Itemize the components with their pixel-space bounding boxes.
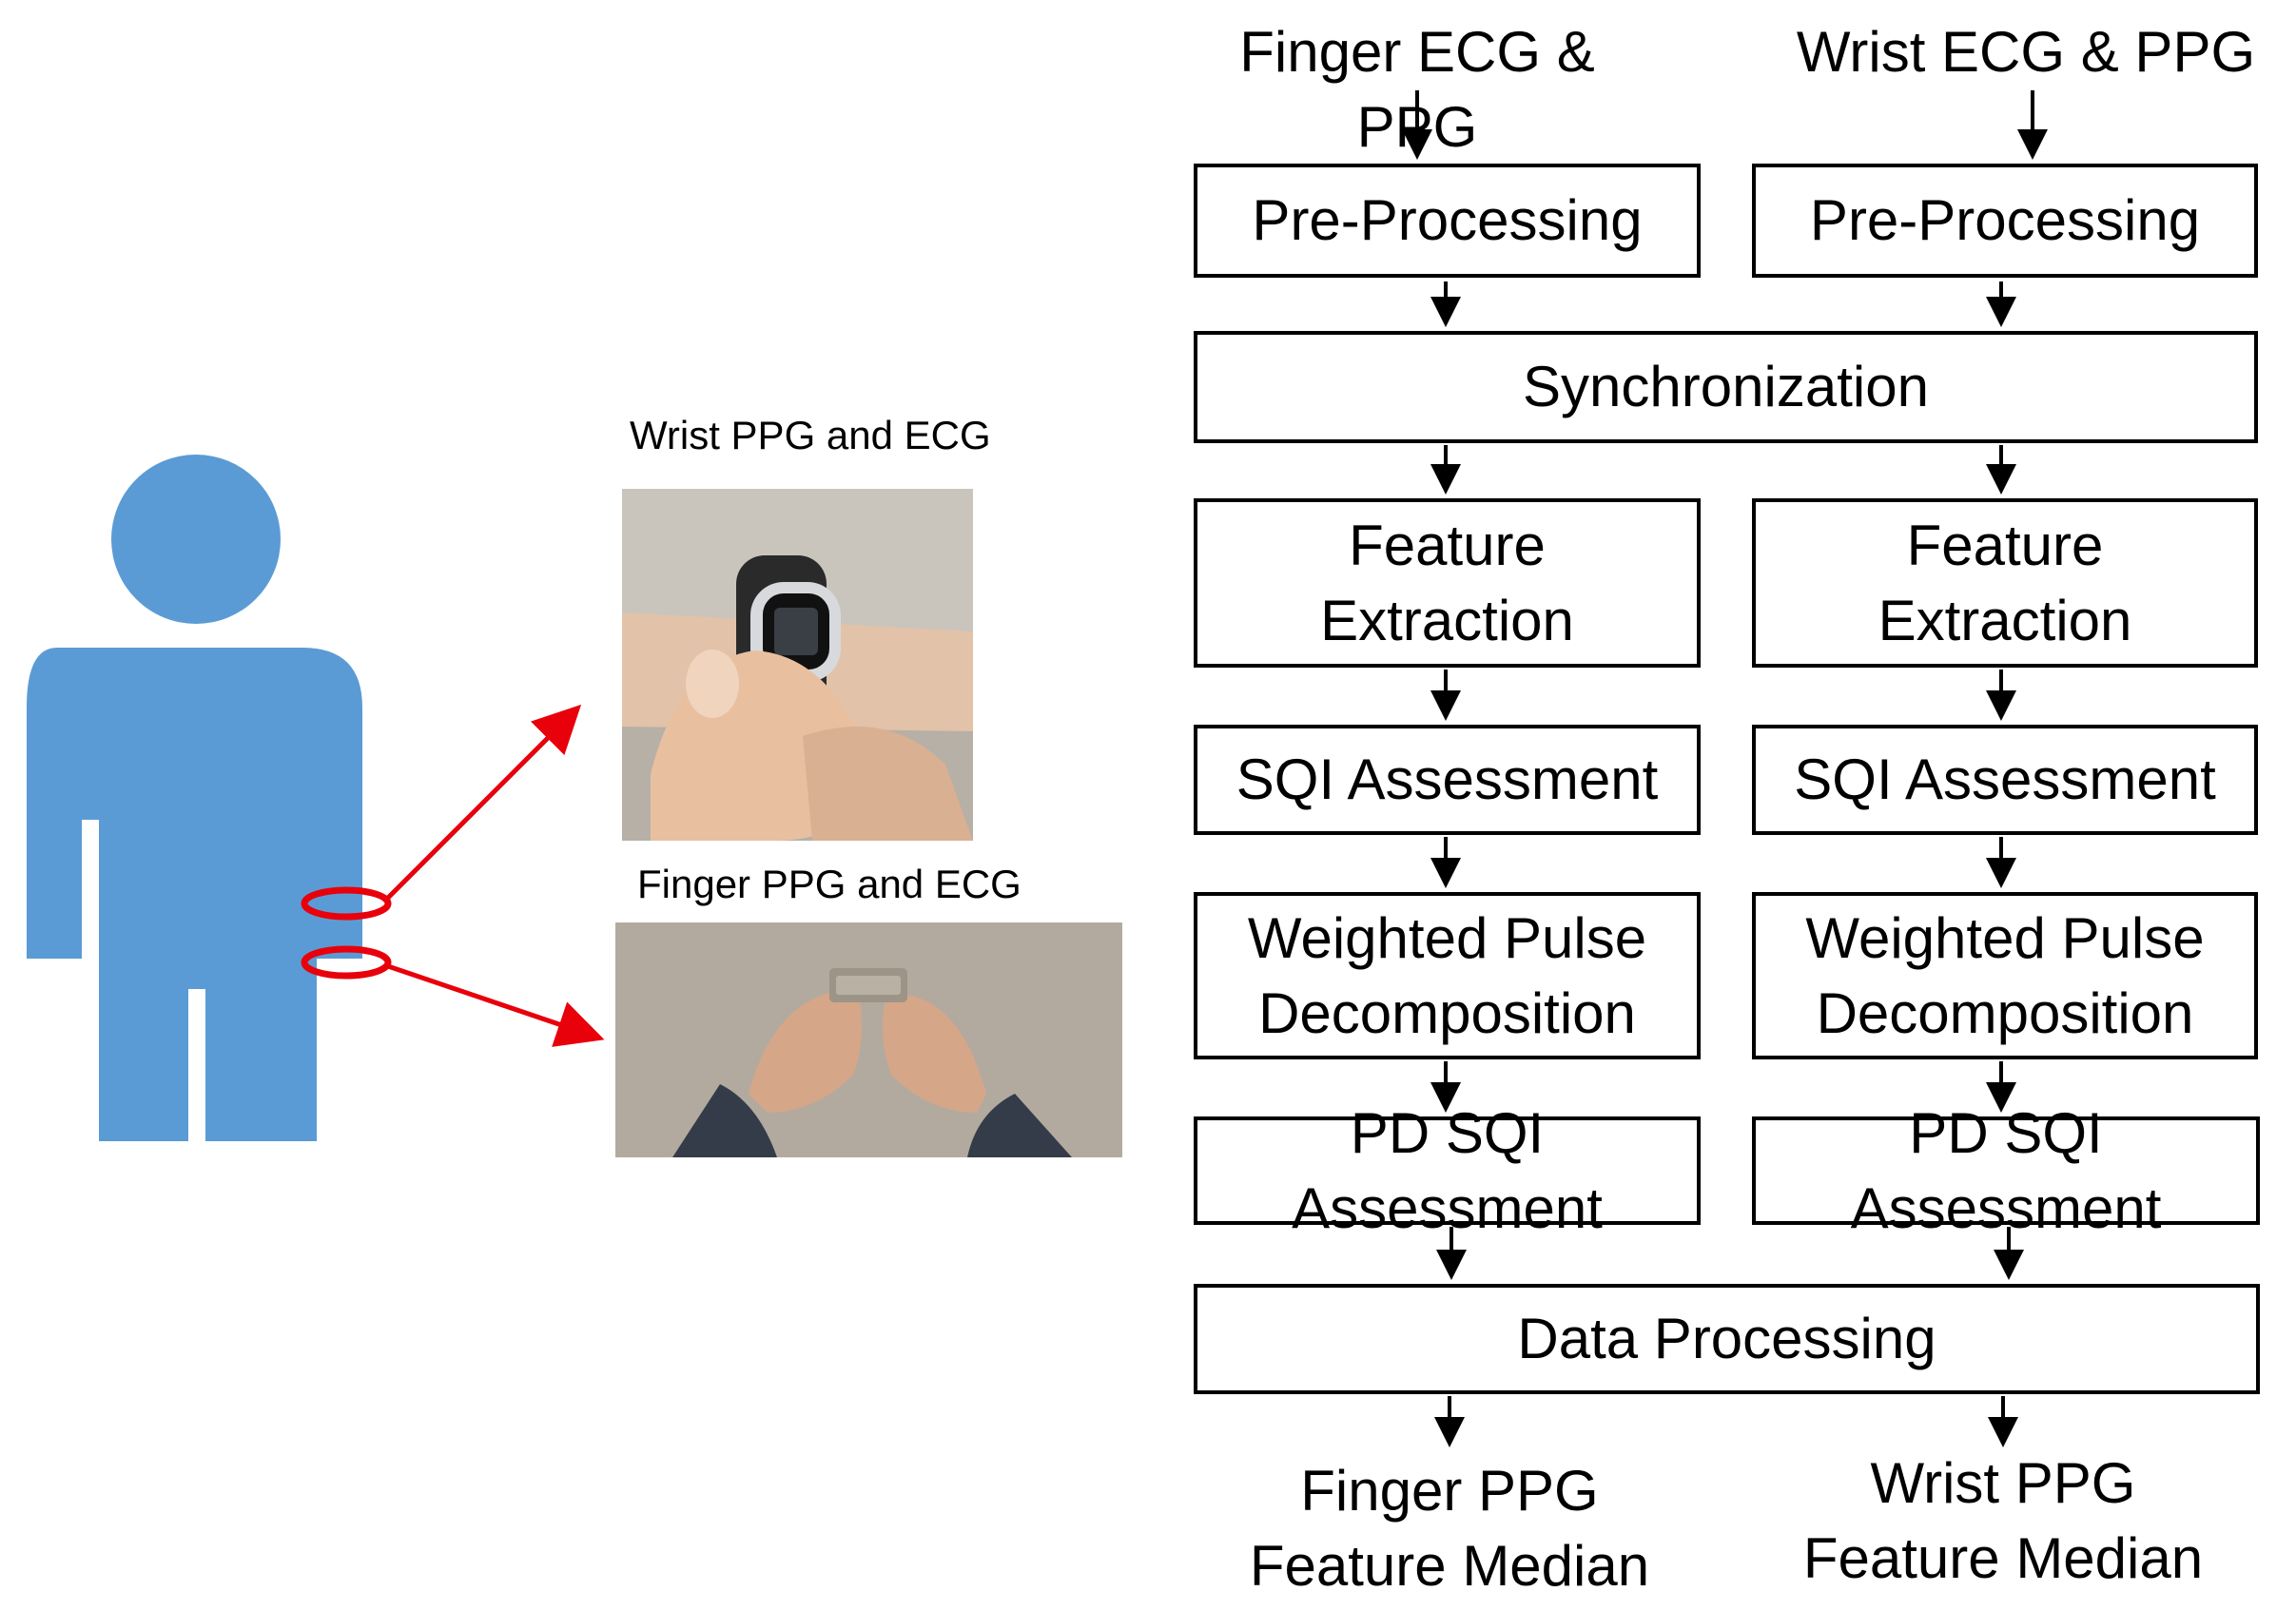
finger-pd-sqi-box: PD SQI Assessment bbox=[1194, 1101, 1701, 1240]
wrist-device-photo bbox=[622, 489, 973, 841]
finger-photo-caption: Finger PPG and ECG bbox=[637, 862, 1022, 906]
wrist-pd-sqi-box: PD SQI Assessment bbox=[1752, 1101, 2260, 1240]
finger-output-label: Finger PPG Feature Median bbox=[1249, 1459, 1650, 1599]
finger-sqi-assessment-box: SQI Assessment bbox=[1194, 725, 1701, 835]
wrist-weighted-pulse-box: Weighted Pulse Decomposition bbox=[1752, 892, 2258, 1059]
wrist-sqi-assessment-box: SQI Assessment bbox=[1752, 725, 2258, 835]
finger-weighted-pulse-box: Weighted Pulse Decomposition bbox=[1194, 892, 1701, 1059]
data-processing-box: Data Processing bbox=[1194, 1284, 2260, 1394]
finger-input-label: Finger ECG & PPG bbox=[1239, 20, 1595, 160]
finger-sensor-marker bbox=[301, 945, 392, 980]
wrist-sensor-marker bbox=[301, 886, 392, 921]
finger-feature-extraction-box: Feature Extraction bbox=[1194, 498, 1701, 668]
finger-pointer-arrow bbox=[387, 963, 605, 1047]
person-silhouette-icon bbox=[27, 455, 362, 1141]
wrist-pointer-arrow bbox=[386, 704, 582, 900]
synchronization-box: Synchronization bbox=[1194, 331, 2258, 443]
finger-preprocessing-box: Pre-Processing bbox=[1194, 164, 1701, 278]
wrist-preprocessing-box: Pre-Processing bbox=[1752, 164, 2258, 278]
finger-device-photo bbox=[615, 922, 1122, 1157]
wrist-feature-extraction-box: Feature Extraction bbox=[1752, 498, 2258, 668]
wrist-photo-caption: Wrist PPG and ECG bbox=[630, 413, 991, 457]
wrist-output-label: Wrist PPG Feature Median bbox=[1802, 1451, 2204, 1591]
wrist-input-label: Wrist ECG & PPG bbox=[1796, 20, 2256, 84]
